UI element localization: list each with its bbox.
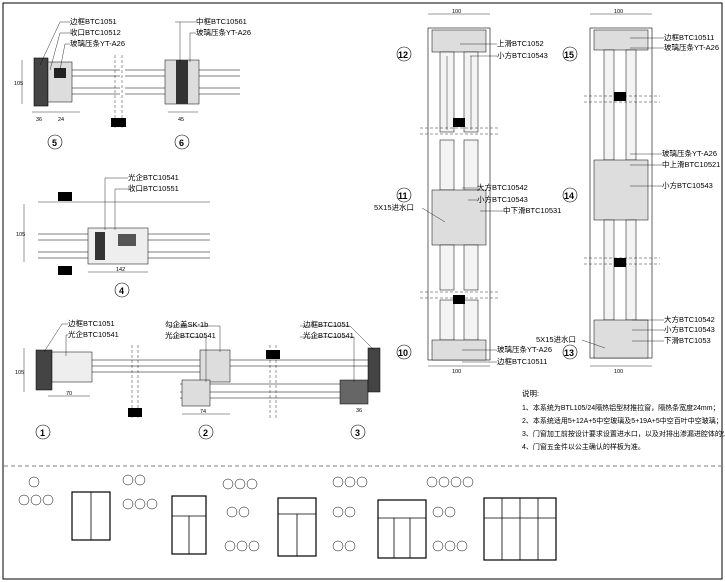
bubble-4: 4 xyxy=(119,286,124,296)
label-p11-big: 大方BTC10542 xyxy=(477,182,528,192)
notes-title: 说明: xyxy=(522,388,539,398)
dim-36b: 36 xyxy=(356,408,362,414)
dim-142: 142 xyxy=(116,267,125,273)
vertical-section-left: 100 100 上滑BTC1052 小方BTC10543 大方BTC10542 … xyxy=(374,9,561,375)
label-p11-inlet: 5X15进水口 xyxy=(374,202,414,212)
note-1: 1、本系统为BTL105/24隔热铝型材推拉窗，隔热条宽度24mm； xyxy=(522,403,720,412)
label-p3-interlock: 光企BTC10541 xyxy=(303,330,354,340)
label-p13-small: 小方BTC10543 xyxy=(664,324,715,334)
label-p12-small: 小方BTC10543 xyxy=(497,50,548,60)
dim-100b: 100 xyxy=(452,369,461,375)
vertical-section-right: 100 100 边框BTC10511 玻璃压条YT-A26 玻璃压条YT-A26… xyxy=(536,9,720,375)
label-p5-bead: 玻璃压条YT-A26 xyxy=(70,38,125,48)
notes-block: 说明: 1、本系统为BTL105/24隔热铝型材推拉窗，隔热条宽度24mm； 2… xyxy=(522,388,725,451)
note-3: 3、门窗加工前按设计要求设置进水口，以及对排出渗漏进腔体的少量雨水； xyxy=(522,429,725,438)
label-p13-big: 大方BTC10542 xyxy=(664,314,715,324)
dim-36: 36 xyxy=(36,117,42,123)
dim-74: 74 xyxy=(200,409,206,415)
label-p12-top: 上滑BTC1052 xyxy=(497,38,544,48)
bubble-3: 3 xyxy=(355,428,360,438)
label-p13-inlet: 5X15进水口 xyxy=(536,334,576,344)
label-p5-frame: 边框BTC1051 xyxy=(70,16,117,26)
label-p11-midbottom: 中下滑BTC10531 xyxy=(503,205,561,215)
label-p10-bead: 玻璃压条YT-A26 xyxy=(497,344,552,354)
label-p2-interlock: 光企BTC10541 xyxy=(165,330,216,340)
bubble-13: 13 xyxy=(564,348,574,358)
bubble-15: 15 xyxy=(564,50,574,60)
detail-1-2-3: 70 74 36 105 边框BTC1051 光企BTC10541 勾企盖SK-… xyxy=(15,318,381,440)
dim-100d: 100 xyxy=(614,369,623,375)
dim-105c: 105 xyxy=(15,370,24,376)
dim-105b: 105 xyxy=(16,232,25,238)
dim-24: 24 xyxy=(58,117,64,123)
label-p11-small: 小方BTC10543 xyxy=(477,194,528,204)
elevation-4 xyxy=(377,499,427,559)
bubble-5: 5 xyxy=(52,138,57,148)
note-2: 2、本系统适用5+12A+5中空玻璃及5+19A+5中空百叶中空玻璃； xyxy=(522,416,723,425)
dim-105: 105 xyxy=(14,81,23,87)
label-p6-bead: 玻璃压条YT-A26 xyxy=(196,27,251,37)
label-p15-bead: 玻璃压条YT-A26 xyxy=(664,42,719,52)
label-p13-bottom: 下滑BTC1053 xyxy=(664,335,711,345)
note-4: 4、门窗五金件以公主确认的样板为准。 xyxy=(522,442,645,451)
dim-70: 70 xyxy=(66,391,72,397)
omit-tag xyxy=(111,118,126,127)
label-p1-frame: 边框BTC1051 xyxy=(68,318,115,328)
label-p1-interlock: 光企BTC10541 xyxy=(68,329,119,339)
dim-100c: 100 xyxy=(614,9,623,15)
label-p14-bead: 玻璃压条YT-A26 xyxy=(662,148,717,158)
dim-45: 45 xyxy=(178,117,184,123)
detail-5: 105 36 24 边框BTC1051 收口BTC10512 玻璃压条YT-A2… xyxy=(14,16,125,150)
label-p4-interlock: 光企BTC10541 xyxy=(128,172,179,182)
bubble-12: 12 xyxy=(398,50,408,60)
bubble-1: 1 xyxy=(40,428,45,438)
label-p3-frame: 边框BTC1051 xyxy=(303,319,350,329)
bubble-11: 11 xyxy=(398,191,408,201)
label-p15-frame: 边框BTC10511 xyxy=(664,32,714,42)
bubble-14: 14 xyxy=(564,191,574,201)
detail-6: 45 中框BTC10561 玻璃压条YT-A26 6 xyxy=(125,16,251,150)
bubble-10: 10 xyxy=(398,348,408,358)
label-p5-closure: 收口BTC10512 xyxy=(70,27,121,37)
label-p2-cover: 勾企盖SK-1b xyxy=(165,319,208,329)
label-p14-midtop: 中上滑BTC10521 xyxy=(662,159,720,169)
label-p14-small: 小方BTC10543 xyxy=(662,180,713,190)
bubble-6: 6 xyxy=(179,138,184,148)
bubble-2: 2 xyxy=(203,428,208,438)
dim-100a: 100 xyxy=(452,9,461,15)
label-p10-frame: 边框BTC10511 xyxy=(497,356,547,366)
elevation-band xyxy=(4,465,721,561)
label-p4-closure: 收口BTC10551 xyxy=(128,183,179,193)
label-p6-mullion: 中框BTC10561 xyxy=(196,16,247,26)
detail-4: 105 142 光企BTC10541 收口BTC10551 4 xyxy=(16,172,210,298)
